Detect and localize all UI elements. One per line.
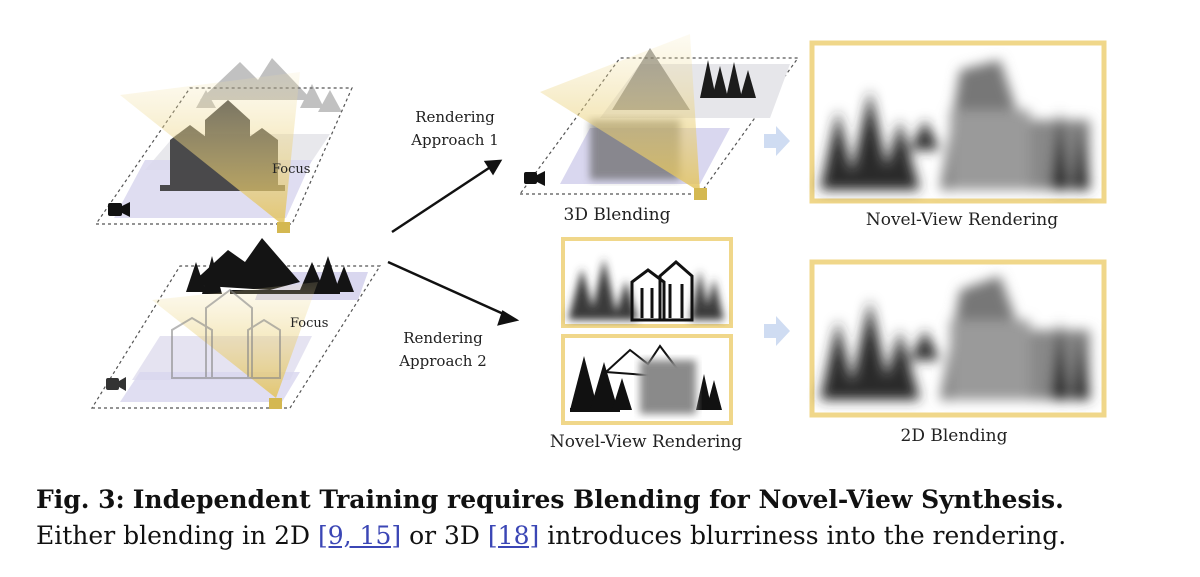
camera-icon-focus-bottom [269, 398, 282, 409]
approach-2-arrow [387, 260, 520, 326]
camera-icon-focus-3d [694, 188, 707, 200]
blending-2d-result: 2D Blending [809, 259, 1107, 446]
citation-link-9-15[interactable]: [9, 15] [317, 521, 402, 550]
caption-text-part1: Either blending in 2D [36, 521, 311, 550]
scene-3d-blending: 3D Blending [518, 34, 800, 225]
label-novel-view-top: Novel-View Rendering [866, 210, 1058, 230]
caption-title: Independent Training requires Blending f… [132, 485, 1064, 514]
camera-beam-top-focus [120, 72, 300, 226]
novel-view-rendering-top: Novel-View Rendering [809, 40, 1107, 230]
label-2d-blending: 2D Blending [901, 426, 1008, 446]
figure-caption: Fig. 3: Independent Training requires Bl… [36, 482, 1176, 554]
label-3d-blending: 3D Blending [564, 205, 671, 225]
camera-icon-bottom [106, 377, 126, 391]
building-icon-small [630, 260, 694, 322]
landscape-icon-bottom [186, 238, 354, 294]
scene-bottom-left: Focus [90, 238, 382, 409]
arrow-right-top-icon [764, 126, 790, 156]
arrow-right-bottom-icon [764, 316, 790, 346]
focus-label-top: Focus [272, 162, 310, 177]
approach-1-label-line1: Rendering [415, 108, 495, 126]
approach-2-label-line2: Approach 2 [398, 352, 487, 370]
scene-top-left: Focus [94, 58, 353, 233]
camera-icon-top [108, 202, 130, 217]
caption-text-part3: introduces blurriness into the rendering… [547, 521, 1067, 550]
figure-diagram: Focus Focus Ren [90, 34, 1107, 452]
camera-icon-focus-top [277, 222, 290, 233]
caption-text-part2: or 3D [409, 521, 480, 550]
building-icon-bottom-ghost [171, 288, 281, 379]
approach-2-label-line1: Rendering [403, 329, 483, 347]
camera-beam-bottom-focus [152, 282, 318, 398]
novel-view-small-top [561, 237, 733, 328]
camera-beam-3d [540, 34, 700, 192]
focus-label-bottom: Focus [290, 316, 328, 331]
approach-1-arrow [391, 159, 503, 234]
caption-fig-number: Fig. 3: [36, 485, 125, 514]
novel-view-small-bottom: Novel-View Rendering [550, 334, 742, 452]
citation-link-18[interactable]: [18] [487, 521, 540, 550]
approach-1-label-line2: Approach 1 [410, 131, 499, 149]
camera-icon-3d [524, 171, 545, 186]
label-novel-view-bottom: Novel-View Rendering [550, 432, 742, 452]
